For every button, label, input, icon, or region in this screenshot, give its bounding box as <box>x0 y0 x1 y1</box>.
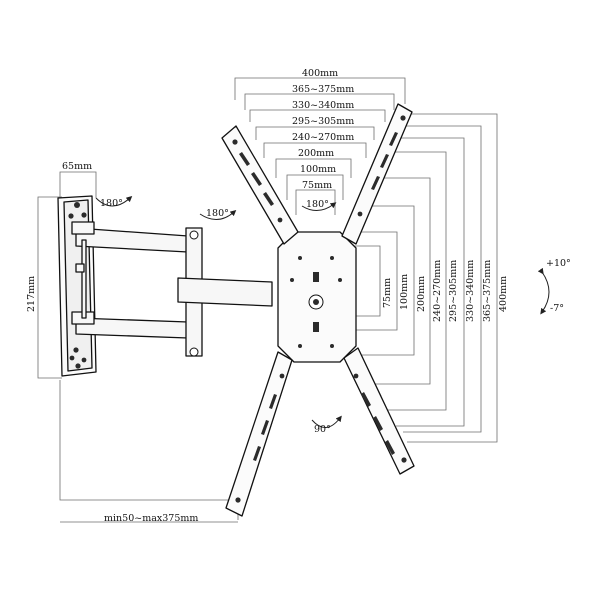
wall-plate-width-label: 65mm <box>62 161 92 172</box>
swivel-indicator-head: 180° <box>301 199 337 211</box>
extension-range-label: min50~max375mm <box>104 513 198 524</box>
wall-plate-height-label: 217mm <box>26 276 37 312</box>
vesa-height-label-295: 295~305mm <box>448 260 459 322</box>
swivel-angle-elbow: 180° <box>206 208 229 219</box>
swivel-angle-head: 180° <box>306 199 329 210</box>
vesa-width-label-100: 100mm <box>300 164 336 175</box>
vesa-height-label-200: 200mm <box>416 276 427 312</box>
vesa-height-label-365: 365~375mm <box>482 260 493 322</box>
vesa-bracket-upper-right <box>341 103 413 245</box>
vesa-width-label-365: 365~375mm <box>292 84 354 95</box>
vesa-height-label-330: 330~340mm <box>465 260 476 322</box>
rotation-indicator: 90° <box>311 415 342 435</box>
vesa-width-brackets <box>234 77 406 215</box>
vesa-height-label-100: 100mm <box>399 274 410 310</box>
rotation-angle-label: 90° <box>314 424 331 435</box>
vesa-bracket-lower-right <box>343 347 415 475</box>
vesa-height-label-400: 400mm <box>498 276 509 312</box>
vesa-width-label-200: 200mm <box>298 148 334 159</box>
vesa-width-label-330: 330~340mm <box>292 100 354 111</box>
articulating-arm <box>71 221 273 357</box>
swivel-indicator-elbow: 180° <box>199 208 237 220</box>
vesa-height-labels: 75mm 100mm 200mm 240~270mm 295~305mm 330… <box>382 260 509 322</box>
vesa-height-label-75: 75mm <box>382 278 393 308</box>
tilt-indicator: +10° -7° <box>537 258 571 315</box>
tilt-down-label: -7° <box>550 303 564 314</box>
swivel-angle-wall: 180° <box>100 198 123 209</box>
vesa-width-label-400: 400mm <box>302 68 338 79</box>
vesa-height-label-240: 240~270mm <box>432 260 443 322</box>
tilt-up-label: +10° <box>546 258 571 269</box>
vesa-width-labels: 400mm 365~375mm 330~340mm 295~305mm 240~… <box>292 68 354 191</box>
vesa-width-label-75: 75mm <box>302 180 332 191</box>
rotation-plate <box>277 231 357 363</box>
vesa-height-brackets <box>352 113 498 443</box>
swivel-indicator-wall: 180° <box>95 196 133 209</box>
vesa-width-label-295: 295~305mm <box>292 116 354 127</box>
vesa-width-label-240: 240~270mm <box>292 132 354 143</box>
vesa-bracket-lower-left <box>225 351 293 517</box>
vesa-bracket-upper-left <box>221 125 299 245</box>
